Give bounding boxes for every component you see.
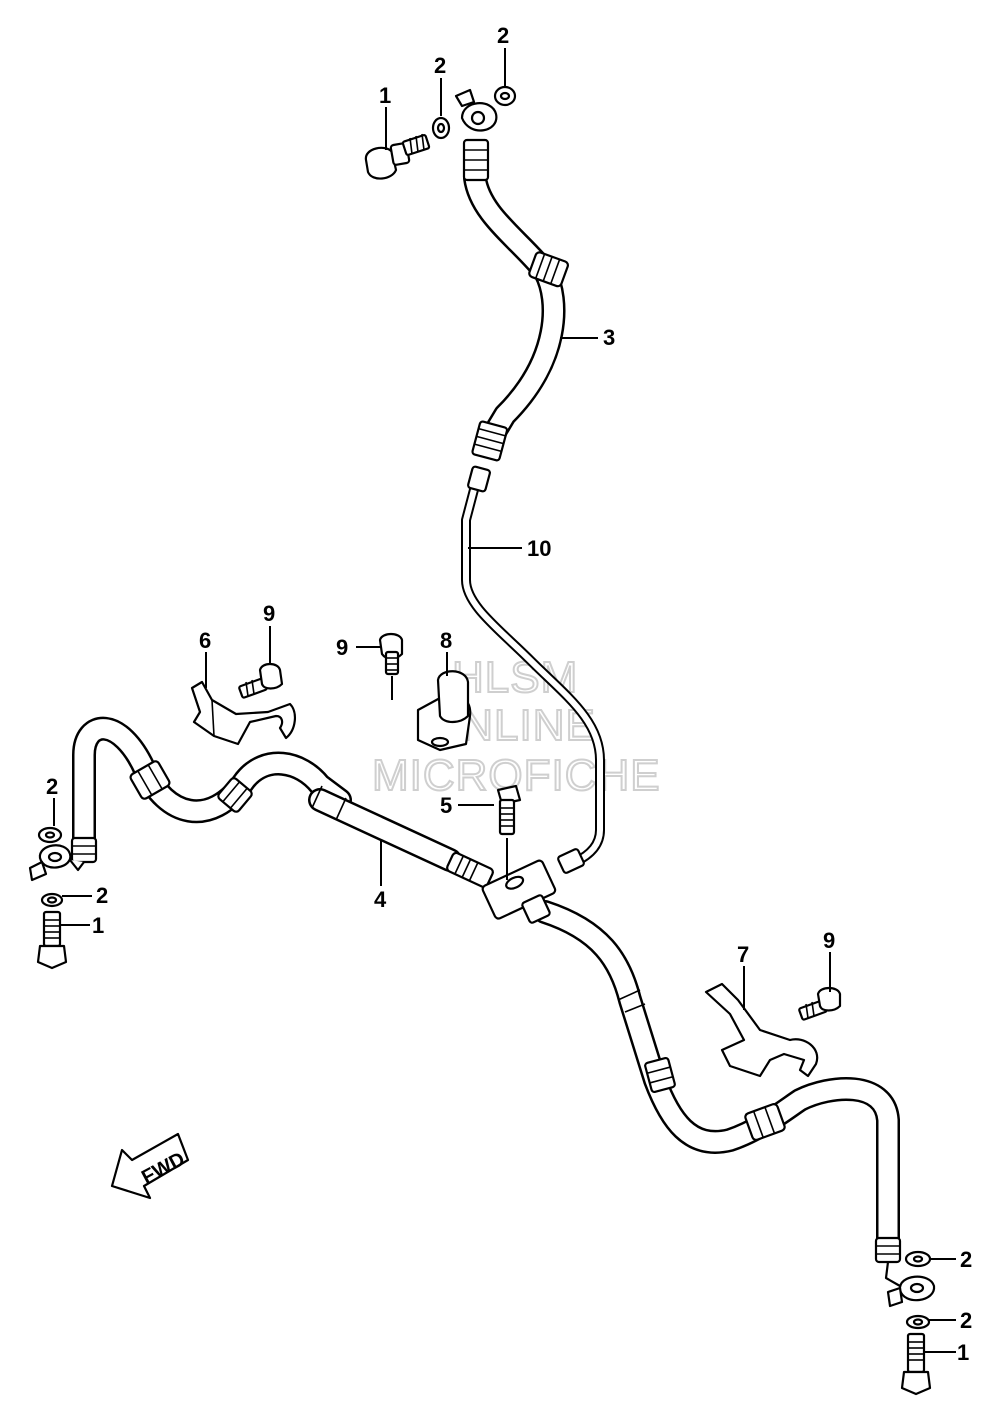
callout-5: 5 — [440, 793, 452, 818]
leader-lines — [53, 48, 956, 1353]
callout-6: 6 — [199, 628, 211, 653]
left-banjo-eye[interactable] — [28, 844, 85, 882]
callout-2-top-b: 2 — [497, 23, 509, 48]
callout-10: 10 — [527, 536, 551, 561]
callout-2-right-a: 2 — [960, 1247, 972, 1272]
callout-1-top: 1 — [379, 83, 391, 108]
washer-left-b[interactable] — [40, 892, 64, 908]
callout-3: 3 — [603, 325, 615, 350]
banjo-bolt-right[interactable] — [900, 1332, 932, 1396]
callout-1-right: 1 — [957, 1340, 969, 1365]
bolt-9-right[interactable] — [798, 986, 842, 1021]
washer-right-b[interactable] — [905, 1314, 931, 1330]
hose-clamp-8[interactable] — [416, 670, 472, 752]
callout-1-left: 1 — [92, 913, 104, 938]
washer-right-a[interactable] — [904, 1250, 932, 1268]
callout-2-left-b: 2 — [96, 883, 108, 908]
washer-top-b[interactable] — [493, 85, 517, 107]
bolt-9-mid[interactable] — [378, 632, 404, 700]
upper-brake-hose[interactable] — [454, 88, 569, 462]
banjo-bolt-top[interactable] — [364, 133, 431, 180]
brake-hose-4[interactable] — [308, 785, 494, 889]
callout-4: 4 — [374, 887, 387, 912]
callout-9-mid: 9 — [336, 635, 348, 660]
hose-clamp-7[interactable] — [704, 982, 819, 1078]
left-brake-hose[interactable] — [70, 716, 352, 864]
callout-2-left-a: 2 — [46, 774, 58, 799]
callout-2-right-b: 2 — [960, 1308, 972, 1333]
callout-8: 8 — [440, 628, 452, 653]
right-banjo-eye[interactable] — [884, 1261, 936, 1308]
right-brake-hose[interactable] — [533, 900, 902, 1264]
washer-left-a[interactable] — [37, 826, 63, 844]
callout-7: 7 — [737, 942, 749, 967]
banjo-bolt-left[interactable] — [36, 910, 68, 970]
three-way-joint[interactable] — [481, 859, 557, 924]
callout-9-left: 9 — [263, 601, 275, 626]
watermark-line-1: HLSM — [452, 653, 578, 702]
forward-direction-arrow: FWD — [110, 1132, 190, 1200]
brake-pipe[interactable] — [461, 465, 605, 874]
washer-top-a[interactable] — [431, 116, 451, 140]
watermark: HLSM ONLINE MICROFICHE — [371, 652, 661, 801]
hose-clamp-6[interactable] — [190, 680, 296, 746]
bolt-9-left[interactable] — [238, 662, 284, 699]
joint-bolt[interactable] — [496, 784, 522, 880]
callout-2-top-a: 2 — [434, 53, 446, 78]
callout-labels: 1 2 2 3 10 9 6 9 8 2 2 1 5 4 7 9 2 2 1 — [46, 23, 972, 1365]
callout-9-right: 9 — [823, 928, 835, 953]
